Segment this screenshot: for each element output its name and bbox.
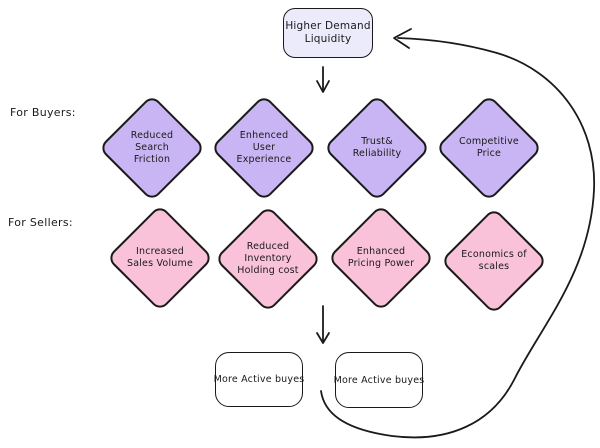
root-node-label-line2: Liquidity: [304, 33, 352, 45]
terminal-node-more-active-buyers-right: More Active buyes: [333, 352, 425, 408]
feedback-loop-arrow: [320, 37, 595, 439]
root-node-label-line1: Higher Demand: [285, 20, 371, 32]
terminal-node-label: More Active buyes: [213, 374, 305, 385]
buyer-node-trust-reliability: Trust& Reliability: [323, 94, 431, 202]
buyer-node-label: Reduced Search Friction: [130, 130, 174, 165]
root-node-higher-demand-liquidity: Higher Demand Liquidity: [283, 8, 373, 58]
buyer-node-label: Trust& Reliability: [352, 136, 402, 159]
seller-node-label: Economics of scales: [461, 249, 527, 272]
row-label-for-buyers: For Buyers:: [10, 106, 76, 119]
feedback-loop-arrowhead: [393, 28, 412, 49]
terminal-node-label: More Active buyes: [333, 374, 425, 386]
buyer-node-enhanced-user-experience: Enhenced User Experience: [210, 94, 318, 202]
seller-node-economies-of-scale: Economics of scales: [440, 207, 548, 315]
sellers-down-arrowhead: [316, 332, 330, 344]
buyer-node-reduced-search-friction: Reduced Search Friction: [98, 94, 206, 202]
seller-node-reduced-inventory-holding-cost: Reduced Inventory Holding cost: [214, 205, 322, 313]
row-label-for-sellers: For Sellers:: [8, 216, 73, 229]
root-down-arrowhead: [316, 80, 330, 93]
terminal-node-more-active-buyers-left: More Active buyes: [213, 352, 305, 407]
seller-node-increased-sales-volume: Increased Sales Volume: [106, 204, 214, 312]
seller-node-label: Enhanced Pricing Power: [347, 246, 415, 269]
seller-node-label: Reduced Inventory Holding cost: [237, 241, 299, 276]
buyer-node-competitive-price: Competitive Price: [435, 94, 543, 202]
buyer-node-label: Competitive Price: [459, 136, 519, 159]
seller-node-enhanced-pricing-power: Enhanced Pricing Power: [327, 204, 435, 312]
seller-node-label: Increased Sales Volume: [126, 246, 194, 269]
buyer-node-label: Enhenced User Experience: [236, 130, 292, 165]
